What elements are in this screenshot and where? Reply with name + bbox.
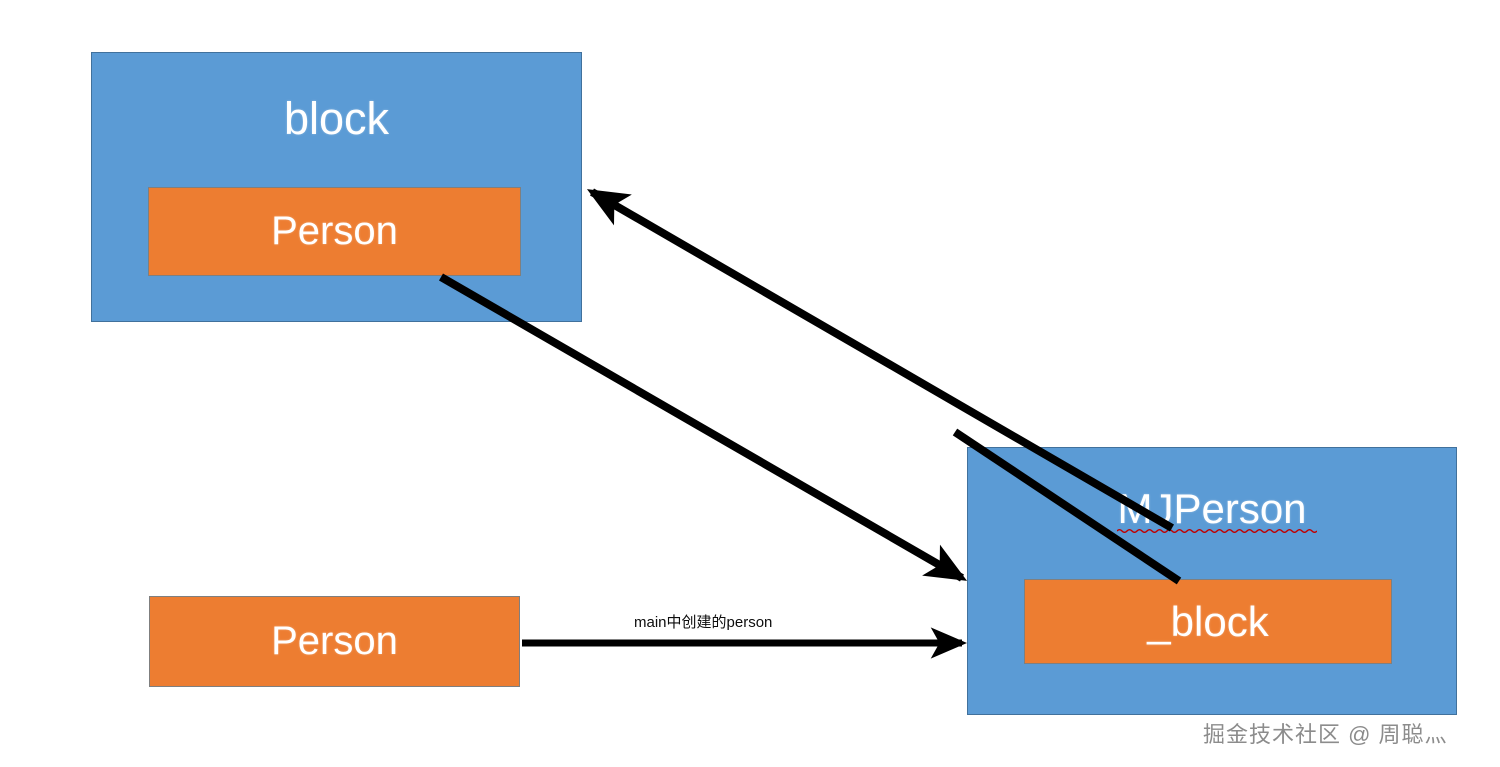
node-mjperson-container-text: MJPerson xyxy=(1117,485,1307,532)
edge-label-main-person: main中创建的person xyxy=(634,614,773,631)
spellcheck-underline-icon xyxy=(1117,528,1318,533)
watermark: 掘金技术社区 @ 周聪灬 xyxy=(1203,722,1448,747)
edge-person-in-block-to-mjperson xyxy=(438,273,968,582)
node-person-main-label: Person xyxy=(271,619,398,663)
node-block-in-mjperson-label: _block xyxy=(1147,597,1269,645)
node-block-in-mjperson[interactable]: _block xyxy=(1024,579,1392,664)
node-person-main[interactable]: Person xyxy=(149,596,520,687)
node-person-in-block-label: Person xyxy=(271,209,398,253)
node-block-container-label: block xyxy=(283,93,390,144)
node-person-in-block[interactable]: Person xyxy=(148,187,521,276)
node-mjperson-container-label: MJPerson xyxy=(968,485,1456,533)
